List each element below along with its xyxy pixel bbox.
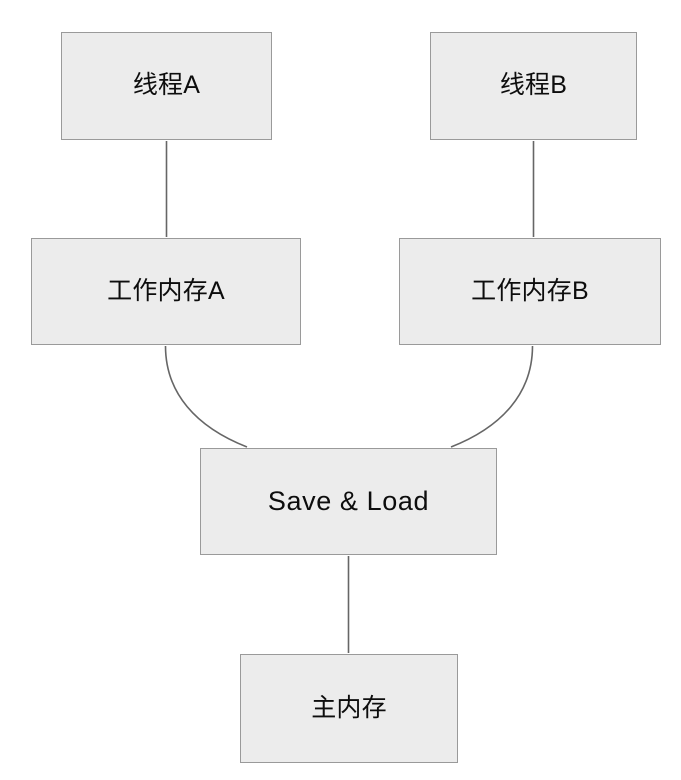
node-thread-a-label: 线程A (132, 71, 201, 100)
node-working-memory-b[interactable]: 工作内存B (399, 238, 661, 345)
node-working-memory-a-label: 工作内存A (107, 276, 225, 305)
node-thread-b-label: 线程B (499, 71, 568, 100)
node-working-memory-b-label: 工作内存B (471, 276, 589, 305)
node-working-memory-a[interactable]: 工作内存A (31, 238, 301, 345)
node-thread-a[interactable]: 线程A (61, 32, 272, 140)
node-thread-b[interactable]: 线程B (430, 32, 637, 140)
edge-working-memory-b-to-save-load (450, 345, 534, 448)
edge-working-memory-a-to-save-load (164, 345, 248, 448)
node-save-load[interactable]: Save & Load (200, 448, 497, 555)
node-main-memory-label: 主内存 (311, 693, 387, 722)
node-save-load-label: Save & Load (267, 485, 430, 516)
node-main-memory[interactable]: 主内存 (240, 654, 458, 763)
